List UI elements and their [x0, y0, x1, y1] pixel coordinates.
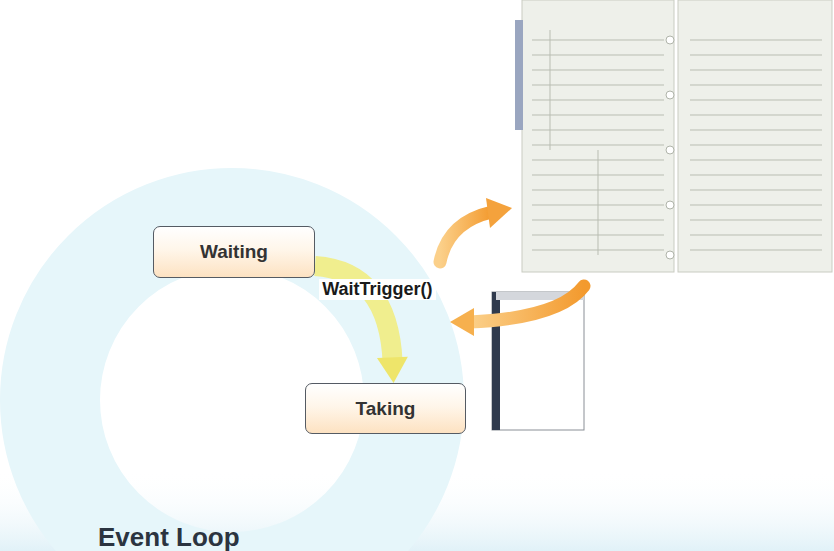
orange-arrow: [440, 212, 492, 262]
orange-arrow: [470, 286, 584, 322]
arrowhead: [377, 357, 408, 383]
planner-tabs: [515, 20, 523, 130]
state-box: Taking: [305, 383, 466, 434]
orange-arrows: [440, 198, 584, 336]
planner-page: [678, 0, 832, 272]
notebook-spine: [492, 292, 500, 430]
planner-picture: [515, 0, 832, 272]
trigger-label: WaitTrigger(): [319, 279, 435, 300]
state-label: Waiting: [200, 241, 268, 263]
orange-arrowhead: [450, 308, 474, 336]
orange-arrowhead: [486, 198, 512, 228]
slide-title: Event Loop: [98, 522, 240, 551]
planner-page: [522, 0, 674, 272]
state-label: Taking: [356, 398, 416, 420]
state-box: Waiting: [153, 226, 315, 278]
